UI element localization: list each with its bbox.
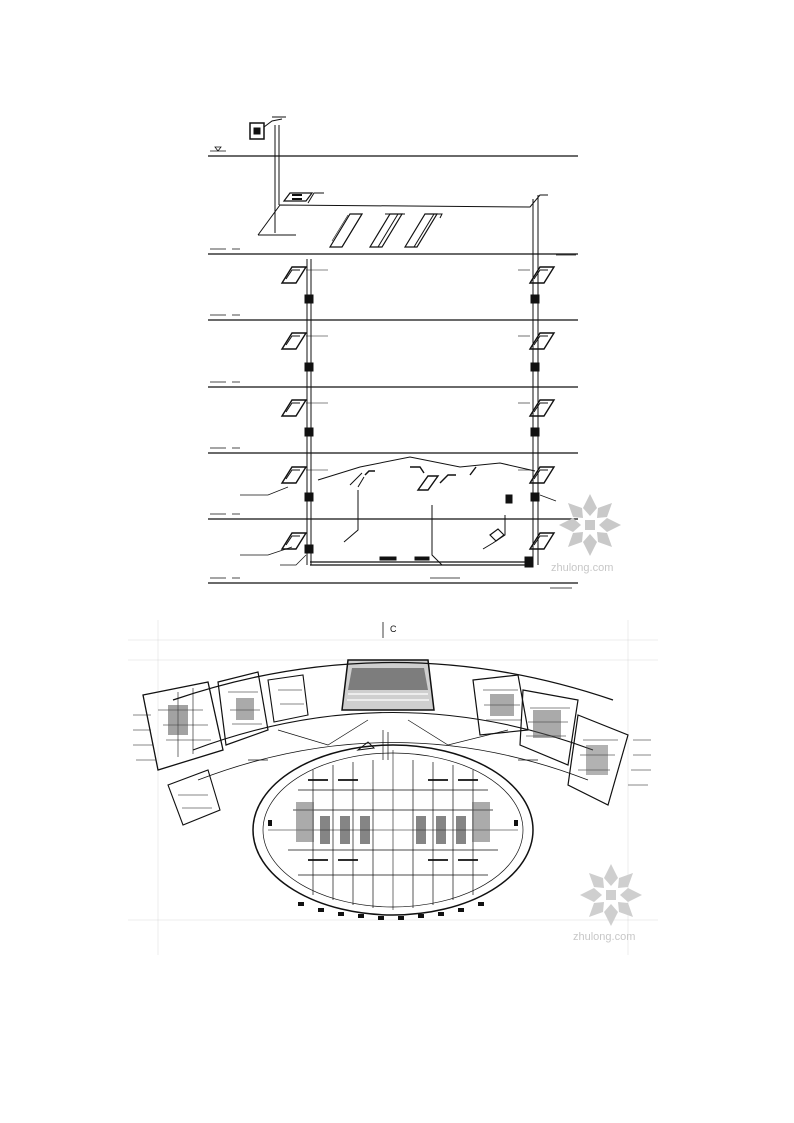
- branch-duct: [317, 456, 536, 566]
- roof-unit: [328, 213, 364, 248]
- left-wing: [133, 671, 309, 826]
- level-tags: [210, 146, 240, 579]
- watermark-text: zhulong.com: [551, 562, 614, 574]
- indoor-unit-right: [528, 532, 556, 550]
- leader-lines: [240, 254, 576, 589]
- oval-hall: [252, 744, 534, 916]
- indoor-unit-left: [280, 532, 308, 550]
- indoor-unit-left: [280, 332, 328, 350]
- level-tag: [210, 146, 226, 152]
- indoor-unit-left: [280, 399, 328, 417]
- zhulong-flower-icon: [580, 864, 642, 926]
- roof-unit: [403, 213, 443, 248]
- indoor-unit-right: [518, 399, 556, 417]
- hvac-floor-plan: C: [128, 620, 658, 955]
- watermark-text: zhulong.com: [573, 931, 636, 943]
- bottom-main-duct: [310, 556, 534, 568]
- zhulong-flower-icon: [559, 494, 621, 556]
- indoor-unit-right: [518, 266, 556, 284]
- indoor-unit-left: [280, 266, 328, 284]
- corridor-ducts: [248, 719, 538, 761]
- riser-left: [304, 259, 314, 565]
- level-lines: [208, 155, 578, 584]
- indoor-unit-left: [280, 466, 328, 484]
- roof-duct-plane: [257, 192, 548, 565]
- duct-network: [288, 760, 498, 908]
- outdoor-unit: [249, 116, 286, 233]
- north-marker: C: [382, 622, 397, 638]
- hvac-riser-diagram: [208, 116, 578, 589]
- north-marker-label: C: [390, 624, 397, 634]
- right-wing: [472, 674, 651, 806]
- indoor-unit-right: [518, 332, 556, 350]
- indoor-unit-right: [518, 466, 556, 484]
- entrance-block: [341, 659, 435, 711]
- riser-right: [530, 294, 540, 502]
- roof-unit: [368, 213, 405, 248]
- perimeter-diffusers: [268, 820, 518, 920]
